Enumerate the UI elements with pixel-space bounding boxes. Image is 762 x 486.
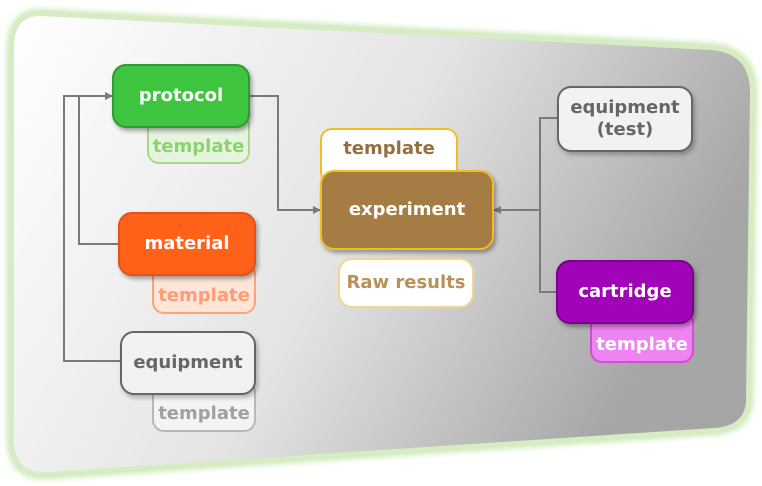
equipment-template-label: template (158, 403, 250, 424)
equipment-test-line1: equipment (570, 97, 680, 118)
cartridge-template-label: template (596, 334, 688, 355)
connector-equipment-protocol (63, 92, 122, 362)
protocol-template-label: template (152, 136, 245, 157)
connector-protocol-experiment (250, 95, 321, 214)
experiment-label: experiment (348, 199, 466, 220)
cartridge-node[interactable]: cartridge (556, 260, 694, 324)
material-template-label: template (158, 285, 250, 306)
connector-equipment-test-experiment (493, 117, 558, 214)
equipment-node[interactable]: equipment (120, 331, 256, 395)
connector-cartridge-experiment (539, 210, 558, 293)
protocol-node[interactable]: protocol (112, 64, 250, 128)
material-label: material (144, 233, 230, 254)
material-node[interactable]: material (118, 212, 256, 276)
raw-results-node[interactable]: Raw results (338, 258, 474, 308)
cartridge-label: cartridge (578, 281, 672, 302)
equipment-label: equipment (133, 352, 243, 373)
raw-results-label: Raw results (346, 272, 466, 293)
equipment-test-line2: (test) (596, 119, 654, 140)
equipment-test-node[interactable]: equipment (test) (557, 86, 693, 152)
experiment-node[interactable]: experiment (320, 170, 494, 250)
connector-material-protocol (78, 96, 122, 245)
protocol-label: protocol (138, 85, 224, 106)
experiment-template-label: template (343, 138, 435, 159)
